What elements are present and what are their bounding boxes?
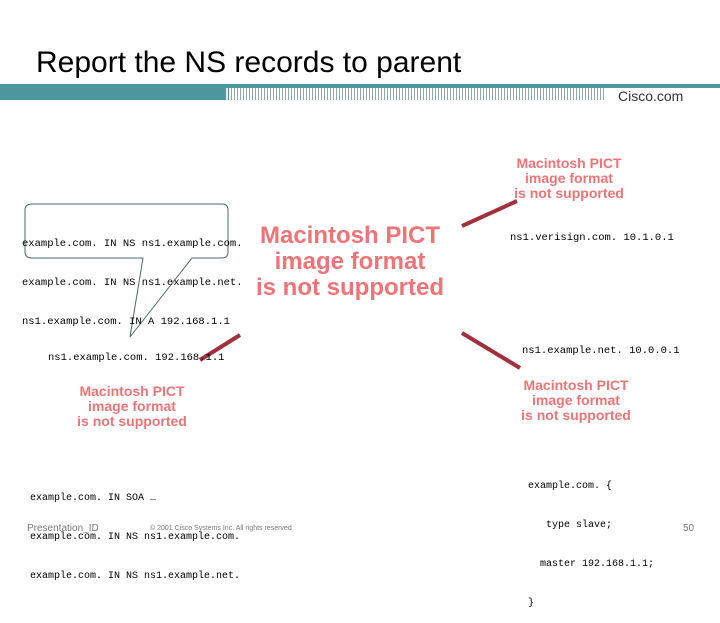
config-line: type slave; [528,520,613,531]
placeholder-line: image format [525,170,613,187]
callout-line: ns1.example.com. IN A 192.168.1.1 [22,316,230,328]
header-band [0,84,230,100]
arrow-bottom-left [198,333,242,362]
placeholder-line: Macintosh PICT [523,377,629,393]
pict-placeholder-bottom-right: Macintosh PICT image format is not suppo… [512,377,640,424]
placeholder-line: is not supported [514,185,624,202]
pict-placeholder-center: Macintosh PICT image format is not suppo… [234,223,466,301]
zone-line: example.com. IN NS ns1.example.com. [30,532,241,543]
placeholder-line: Macintosh PICT [516,155,622,171]
placeholder-line: image format [532,392,620,409]
callout-line: example.com. IN NS ns1.example.net. [22,277,243,289]
page-number: 50 [683,523,695,534]
header-line [230,84,720,88]
label-ns1-example-net: ns1.example.net. 10.0.0.1 [522,345,680,357]
placeholder-line: image format [274,247,426,275]
config-line: } [528,598,535,609]
arrow-top-right [461,199,518,228]
zone-line: example.com. IN SOA … [30,493,157,504]
copyright: © 2001 Cisco Systems Inc. All rights res… [150,525,292,532]
brand-logo: Cisco.com [618,88,684,104]
placeholder-line: Macintosh PICT [79,383,185,399]
arrow-bottom-right [460,331,522,370]
placeholder-line: Macintosh PICT [259,222,440,249]
callout-text: example.com. IN NS ns1.example.com. exam… [22,212,243,342]
config-line: example.com. { [528,481,613,492]
placeholder-line: is not supported [77,413,187,430]
presentation-id: Presentation_ID [27,523,99,534]
label-ns1-example-com: ns1.example.com. 192.168.1.1 [48,352,225,364]
pict-placeholder-bottom-left: Macintosh PICT image format is not suppo… [68,383,196,430]
config-line: master 192.168.1.1; [528,559,655,570]
header-ticks [225,88,605,100]
label-verisign: ns1.verisign.com. 10.1.0.1 [510,232,674,244]
placeholder-line: is not supported [521,407,631,424]
placeholder-line: is not supported [256,273,444,301]
slave-config: example.com. { type slave; master 192.16… [528,454,654,623]
pict-placeholder-top-right: Macintosh PICT image format is not suppo… [505,155,633,202]
diagram-lines [24,199,522,370]
zone-line: example.com. IN NS ns1.example.net. [30,571,241,582]
placeholder-line: image format [88,398,176,415]
callout-bubble [24,203,229,338]
callout-line: example.com. IN NS ns1.example.com. [22,238,243,250]
page-title: Report the NS records to parent [36,46,462,79]
